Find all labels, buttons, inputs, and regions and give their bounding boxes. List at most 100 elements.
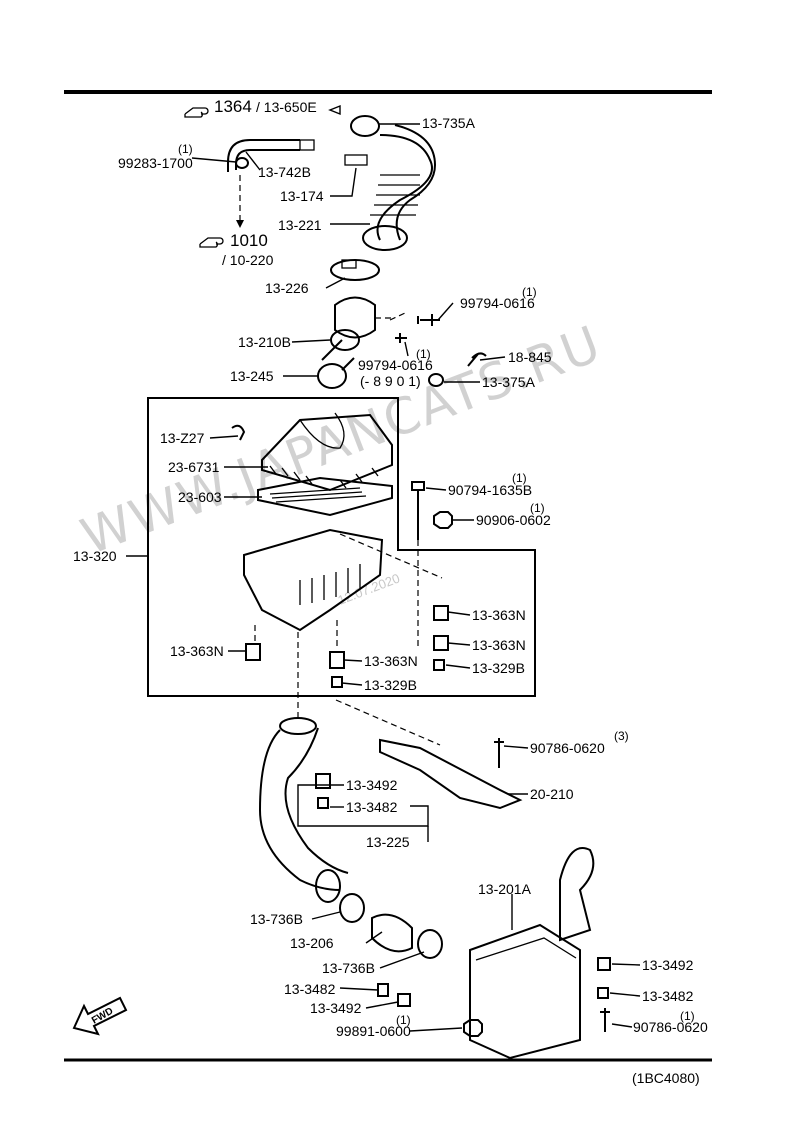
intake-hose-drawing	[376, 124, 437, 241]
fwd-label: FWD	[90, 1006, 115, 1027]
diagram-code: (1BC4080)	[632, 1070, 700, 1086]
label-90786-0620-b[interactable]: 90786-0620	[633, 1019, 708, 1035]
label-13-736B-a[interactable]: 13-736B	[250, 911, 303, 927]
hose-drawing-13-206	[371, 913, 413, 953]
bolt-drawing-3	[411, 481, 425, 540]
label-99891-0600[interactable]: 99891-0600	[336, 1023, 411, 1039]
airflow-meter-drawing	[334, 296, 376, 339]
clamp-drawing-3	[339, 893, 365, 923]
collar-drawing-1	[433, 659, 445, 671]
mount-rubber-drawing-1	[433, 605, 449, 621]
qty-90786-0620-b: (1)	[680, 1009, 695, 1023]
qty-99794-0616-a: (1)	[522, 285, 537, 299]
label-13-206[interactable]: 13-206	[290, 935, 334, 951]
label-90794-1635B[interactable]: 90794-1635B	[448, 482, 532, 498]
qty-90906-0602: (1)	[530, 501, 545, 515]
label-13-3482-c[interactable]: 13-3482	[284, 981, 336, 997]
bolt-drawing-4	[494, 738, 504, 768]
label-13-201A[interactable]: 13-201A	[478, 881, 532, 897]
air-cleaner-cover-drawing	[261, 413, 393, 492]
label-90906-0602[interactable]: 90906-0602	[476, 512, 551, 528]
label-13-363N-a[interactable]: 13-363N	[472, 607, 526, 623]
clamp-drawing	[350, 115, 380, 137]
bolt-drawing-2	[417, 314, 440, 326]
label-13-3492-a[interactable]: 13-3492	[346, 777, 398, 793]
watermark-date: 12.07.2020	[336, 570, 402, 607]
label-13-Z27[interactable]: 13-Z27	[160, 430, 205, 446]
label-13-736B-b[interactable]: 13-736B	[322, 960, 375, 976]
collar-drawing-5	[377, 983, 389, 997]
label-13-735A[interactable]: 13-735A	[422, 115, 476, 131]
connector-drawing	[344, 154, 368, 166]
label-13-3492-b[interactable]: 13-3492	[642, 957, 694, 973]
grommet-drawing-4	[597, 957, 611, 971]
fwd-arrow-icon: FWD	[72, 996, 128, 1036]
qty-99283-1700: (1)	[178, 142, 193, 156]
label-13-221[interactable]: 13-221	[278, 217, 322, 233]
resonator-drawing	[469, 923, 581, 1060]
label-13-3492-c[interactable]: 13-3492	[310, 1000, 362, 1016]
label-99283-1700[interactable]: 99283-1700	[118, 155, 193, 171]
grommet-drawing-3	[315, 773, 331, 789]
label-13-363N-c[interactable]: 13-363N	[170, 643, 224, 659]
label-13-329B-a[interactable]: 13-329B	[472, 660, 525, 676]
mount-rubber-drawing-4	[329, 651, 345, 669]
nut-drawing-2	[463, 1019, 483, 1037]
arrow-head-icon	[328, 104, 341, 116]
ref-10-220[interactable]: / 10-220	[222, 252, 274, 268]
label-13-329B-b[interactable]: 13-329B	[364, 677, 417, 693]
air-cleaner-group-frame	[147, 397, 536, 697]
label-13-174[interactable]: 13-174	[280, 188, 324, 204]
label-90786-0620-a[interactable]: 90786-0620	[530, 740, 605, 756]
label-18-845[interactable]: 18-845	[508, 349, 552, 365]
qty-99794-0616-b: (1)	[416, 347, 431, 361]
resonator-inlet-drawing	[559, 847, 595, 942]
sensor-drawing	[467, 352, 487, 367]
leader-lines	[126, 123, 641, 1032]
label-99794-0616-a[interactable]: 99794-0616	[460, 295, 535, 311]
collar-drawing-2	[331, 676, 343, 688]
label-13-742B[interactable]: 13-742B	[258, 164, 311, 180]
collar-drawing-4	[597, 987, 609, 999]
label-13-225[interactable]: 13-225	[366, 834, 410, 850]
label-13-3482-b[interactable]: 13-3482	[642, 988, 694, 1004]
label-13-363N-d[interactable]: 13-363N	[364, 653, 418, 669]
qty-99891-0600: (1)	[396, 1013, 411, 1027]
pointing-hand-icon	[184, 107, 209, 118]
ref-13-650E[interactable]: / 13-650E	[256, 99, 317, 115]
bolt-drawing	[395, 333, 407, 343]
grommet-drawing-5	[397, 993, 411, 1007]
clip-drawing	[231, 424, 246, 441]
label-20-210[interactable]: 20-210	[530, 786, 574, 802]
label-13-245[interactable]: 13-245	[230, 368, 274, 384]
ref-1010[interactable]: 1010	[230, 231, 268, 250]
air-cleaner-case-drawing	[243, 528, 384, 632]
collar-drawing-3	[317, 797, 329, 809]
label-13-3482-a[interactable]: 13-3482	[346, 799, 398, 815]
clamp-drawing-2	[330, 259, 380, 281]
grommet-drawing	[235, 157, 249, 169]
label-99794-0616-b[interactable]: 99794-0616	[358, 357, 433, 373]
label-13-226[interactable]: 13-226	[265, 280, 309, 296]
qty-90786-0620-a: (3)	[614, 729, 629, 743]
ref-1364[interactable]: 1364	[214, 97, 252, 116]
label-23-6731[interactable]: 23-6731	[168, 459, 220, 475]
bolt-drawing-5	[600, 1008, 610, 1032]
label-13-320[interactable]: 13-320	[73, 548, 117, 564]
qty-90794-1635B: (1)	[512, 471, 527, 485]
label-13-210B[interactable]: 13-210B	[238, 334, 291, 350]
intake-resonator-drawing	[317, 363, 347, 389]
note-99794-0616-b: (- 8 9 0 1)	[360, 373, 421, 389]
label-13-375A[interactable]: 13-375A	[482, 374, 536, 390]
bracket-drawing	[379, 738, 523, 810]
mount-rubber-drawing-3	[245, 643, 261, 661]
grommet-drawing-2	[428, 373, 444, 387]
label-23-603[interactable]: 23-603	[178, 489, 222, 505]
pointing-hand-icon	[199, 237, 224, 248]
mount-rubber-drawing-2	[433, 635, 449, 651]
label-13-363N-b[interactable]: 13-363N	[472, 637, 526, 653]
intake-duct-drawing	[258, 727, 349, 891]
clamp-drawing-4	[417, 929, 443, 959]
